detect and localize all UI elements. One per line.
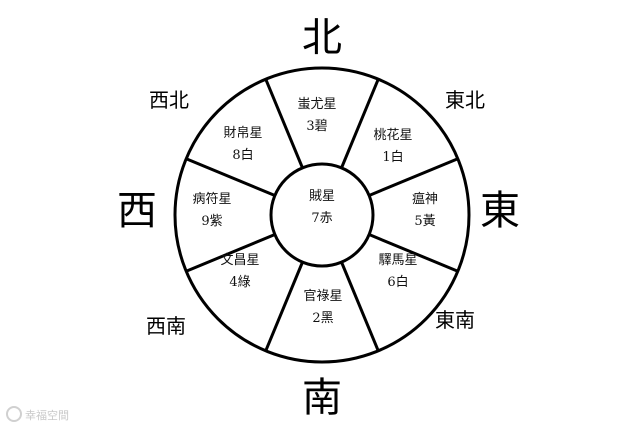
watermark: 幸福空間 bbox=[6, 406, 69, 423]
direction-east-label: 東 bbox=[480, 188, 520, 234]
sector-northeast-name: 桃花星 bbox=[373, 128, 413, 143]
sector-south-name: 官祿星 bbox=[303, 289, 343, 304]
sector-dividers bbox=[185, 78, 459, 352]
sector-divider-line bbox=[185, 157, 276, 197]
sector-east: 瘟神 5黃 bbox=[412, 189, 438, 233]
sector-divider-line bbox=[264, 78, 304, 169]
sector-west-star: 9紫 bbox=[201, 214, 223, 229]
direction-north-label: 北 bbox=[302, 15, 342, 61]
sector-center-star: 7赤 bbox=[311, 211, 333, 226]
sector-west: 病符星 9紫 bbox=[192, 189, 231, 233]
sector-northeast: 桃花星 1白 bbox=[373, 125, 412, 169]
sector-east-name: 瘟神 bbox=[411, 192, 439, 207]
watermark-text: 幸福空間 bbox=[25, 409, 69, 422]
sector-center: 賊星 7赤 bbox=[309, 186, 335, 230]
sector-east-star: 5黃 bbox=[414, 214, 436, 229]
sector-divider-line bbox=[340, 78, 380, 169]
sector-divider-line bbox=[185, 233, 276, 273]
outer-ring bbox=[173, 66, 471, 364]
sector-divider-line bbox=[340, 261, 380, 352]
sector-northwest: 財帛星 8白 bbox=[223, 123, 262, 167]
sector-southwest: 文昌星 4綠 bbox=[220, 250, 259, 294]
sector-divider-line bbox=[264, 261, 304, 352]
sector-south-star: 2黑 bbox=[312, 311, 334, 326]
inner-circle bbox=[269, 162, 375, 268]
direction-southeast-label: 東南 bbox=[435, 308, 475, 332]
sector-center-name: 賊星 bbox=[308, 189, 336, 204]
direction-southwest-label: 西南 bbox=[146, 314, 186, 338]
direction-northeast-label: 東北 bbox=[445, 88, 485, 112]
sector-west-name: 病符星 bbox=[192, 192, 232, 207]
sector-southeast-name: 驛馬星 bbox=[378, 253, 418, 268]
sector-south: 官祿星 2黑 bbox=[303, 286, 342, 330]
sector-southeast-star: 6白 bbox=[387, 275, 409, 290]
sector-divider-line bbox=[368, 233, 459, 273]
watermark-logo-icon bbox=[6, 406, 22, 422]
sector-southwest-star: 4綠 bbox=[229, 275, 251, 290]
direction-south-label: 南 bbox=[302, 375, 342, 421]
sector-north: 蚩尤星 3碧 bbox=[297, 94, 336, 138]
sector-northwest-star: 8白 bbox=[232, 148, 254, 163]
sector-southeast: 驛馬星 6白 bbox=[378, 250, 417, 294]
direction-northwest-label: 西北 bbox=[149, 88, 189, 112]
direction-west-label: 西 bbox=[117, 188, 157, 234]
sector-north-name: 蚩尤星 bbox=[297, 97, 337, 112]
sector-southwest-name: 文昌星 bbox=[220, 253, 260, 268]
sector-divider-line bbox=[368, 157, 459, 197]
sector-northwest-name: 財帛星 bbox=[223, 126, 263, 141]
sector-northeast-star: 1白 bbox=[382, 150, 404, 165]
sector-north-star: 3碧 bbox=[306, 119, 328, 134]
